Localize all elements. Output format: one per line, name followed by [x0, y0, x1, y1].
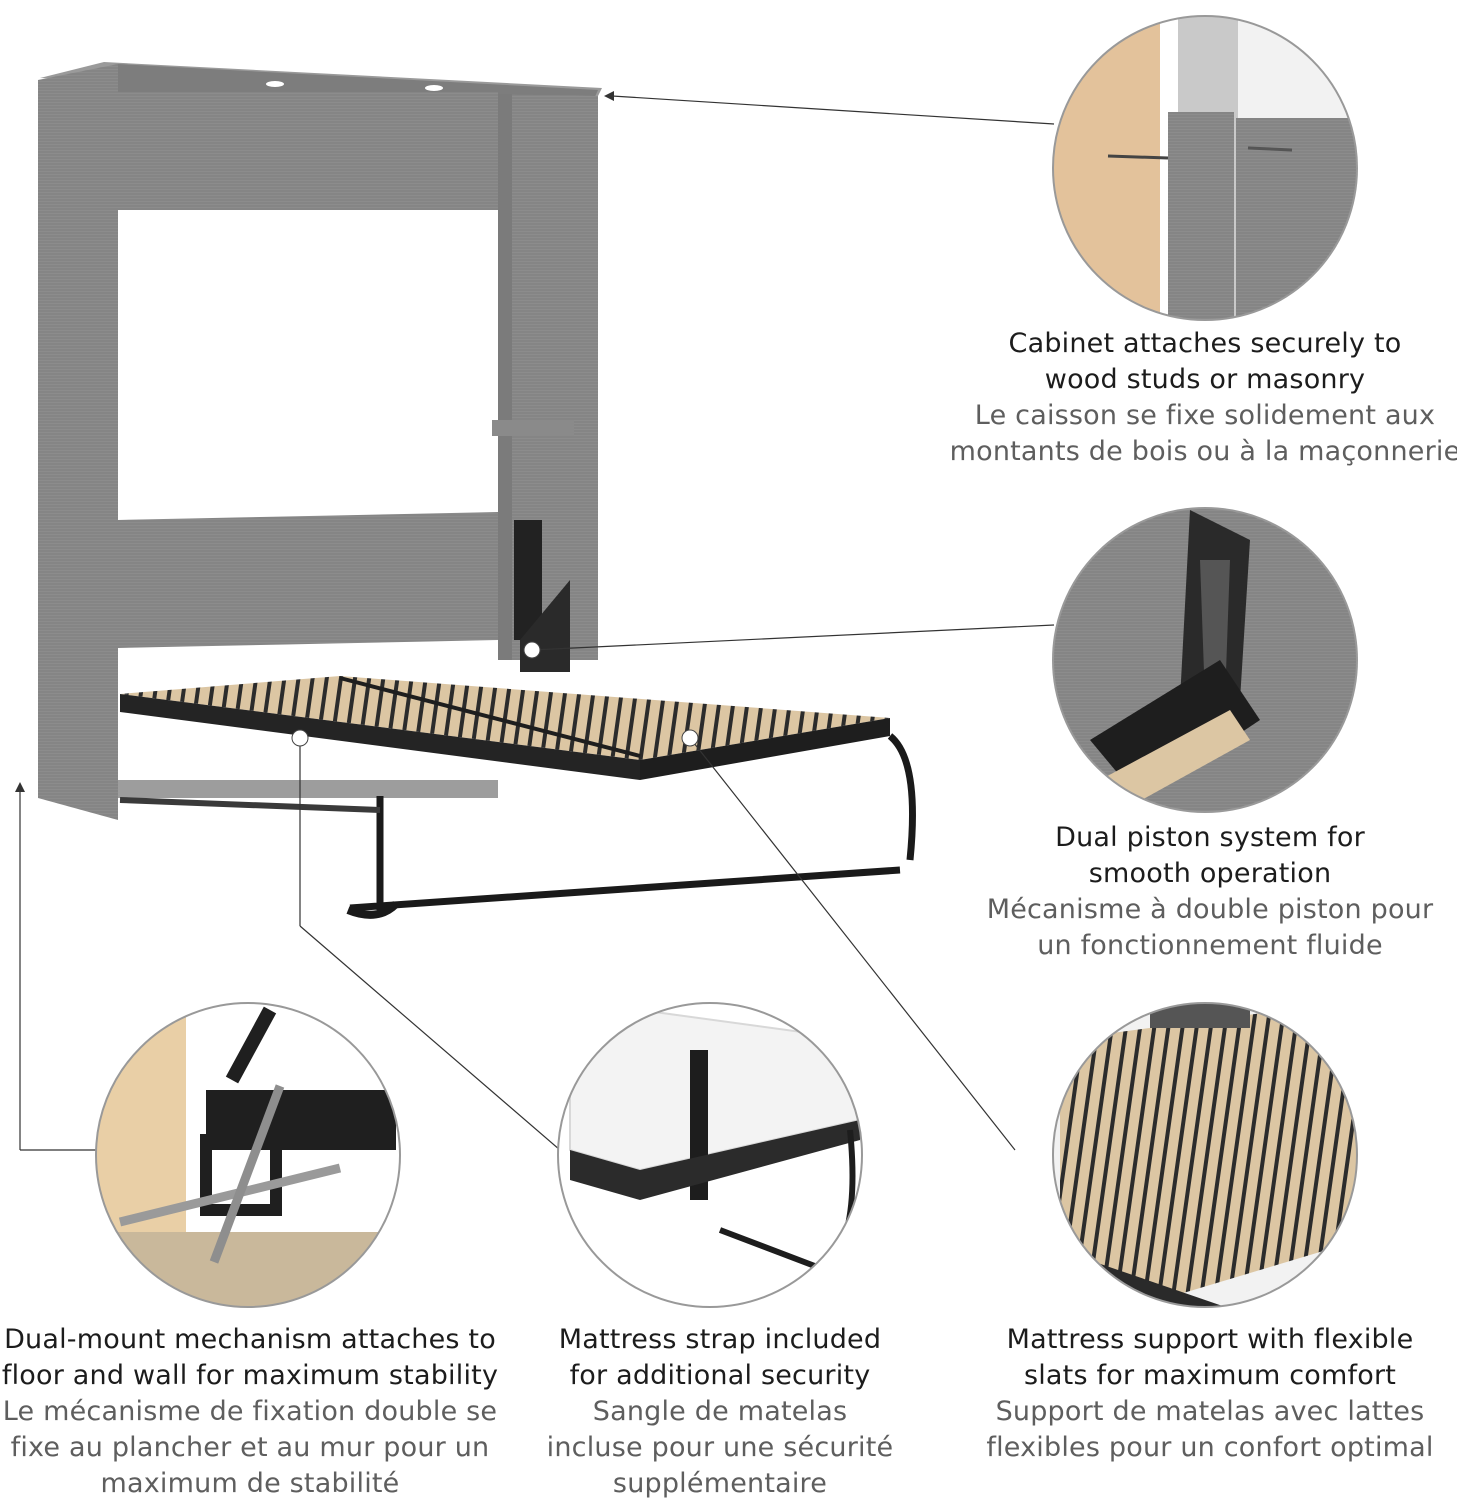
caption-strap-en-2: for additional security: [569, 1360, 871, 1391]
detail-cabinet-wall: [1052, 15, 1358, 321]
caption-mount-en-1: Dual-mount mechanism attaches to: [4, 1324, 496, 1355]
caption-mattress-strap: Mattress strap included for additional s…: [530, 1322, 910, 1502]
caption-dual-mount: Dual-mount mechanism attaches to floor a…: [0, 1322, 500, 1502]
caption-strap-fr-3: supplémentaire: [612, 1468, 828, 1499]
callout-dot-mount: [291, 729, 309, 747]
detail-flexible-slats: [1052, 1002, 1358, 1308]
caption-strap-fr-1: Sangle de matelas: [592, 1396, 848, 1427]
caption-mount-en-2: floor and wall for maximum stability: [1, 1360, 499, 1391]
callout-dot-piston: [523, 641, 541, 659]
caption-mount-fr-3: maximum de stabilité: [100, 1468, 400, 1499]
callout-lines: [15, 91, 1055, 1151]
caption-piston-en-2: smooth operation: [1088, 858, 1332, 889]
caption-cabinet-fr-2: montants de bois ou à la maçonnerie: [949, 436, 1457, 467]
caption-cabinet: Cabinet attaches securely to wood studs …: [940, 326, 1457, 470]
caption-cabinet-fr-1: Le caisson se fixe solidement aux: [974, 400, 1436, 431]
caption-piston-en-1: Dual piston system for: [1055, 822, 1365, 853]
detail-dual-mount: [95, 1002, 401, 1308]
wall-bed-cabinet: [38, 62, 602, 820]
caption-strap-fr-2: incluse pour une sécurité: [546, 1432, 894, 1463]
detail-piston: [1052, 507, 1358, 813]
callout-dot-slats: [681, 729, 699, 747]
caption-piston: Dual piston system for smooth operation …: [960, 820, 1457, 964]
caption-piston-fr-1: Mécanisme à double piston pour: [986, 894, 1434, 925]
caption-strap-en-1: Mattress strap included: [558, 1324, 882, 1355]
caption-cabinet-en-2: wood studs or masonry: [1044, 364, 1366, 395]
caption-mount-fr-2: fixe au plancher et au mur pour un: [10, 1432, 490, 1463]
detail-mattress-strap: [557, 1002, 863, 1308]
caption-slats-fr-2: flexibles pour un confort optimal: [986, 1432, 1434, 1463]
caption-slats-en-1: Mattress support with flexible: [1006, 1324, 1414, 1355]
caption-slats-fr-1: Support de matelas avec lattes: [995, 1396, 1425, 1427]
caption-cabinet-en-1: Cabinet attaches securely to: [1008, 328, 1402, 359]
caption-flexible-slats: Mattress support with flexible slats for…: [960, 1322, 1457, 1466]
caption-slats-en-2: slats for maximum comfort: [1023, 1360, 1397, 1391]
caption-mount-fr-1: Le mécanisme de fixation double se: [2, 1396, 498, 1427]
caption-piston-fr-2: un fonctionnement fluide: [1037, 930, 1383, 961]
